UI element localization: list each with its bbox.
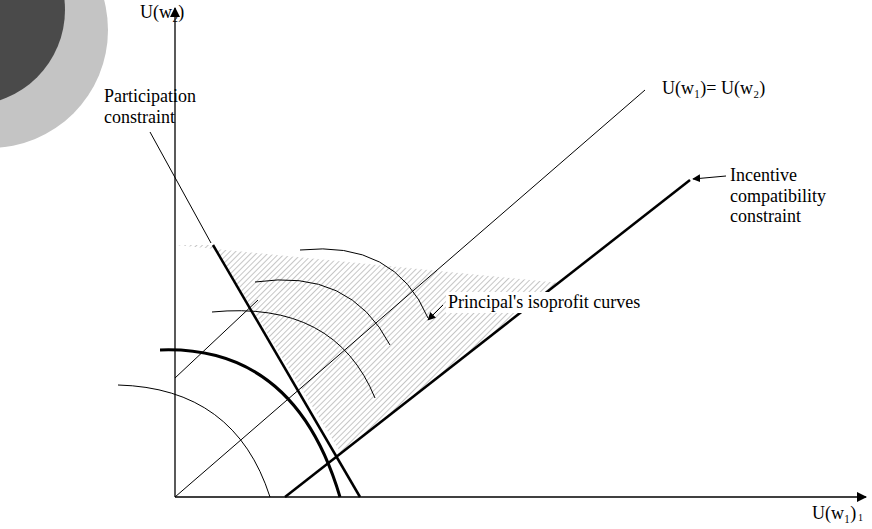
slide-decoration — [0, 0, 65, 105]
feasible-region — [175, 245, 560, 453]
isoprofit-curve — [255, 280, 390, 345]
y-axis — [174, 8, 175, 497]
isoprofit-curve — [118, 385, 270, 497]
isoprofit-curve — [300, 249, 428, 318]
constraint-label: Participation constraint — [104, 86, 219, 127]
axis-label: U(w₁) — [812, 503, 856, 524]
participation-line — [213, 245, 360, 497]
line-label: U(w₁)= U(w₂) — [662, 78, 765, 99]
leader-arrow — [428, 305, 443, 320]
axis-label: U(w₂) — [140, 2, 184, 23]
guide-line — [175, 300, 258, 378]
leader-arrow — [693, 176, 726, 179]
leader-line — [150, 132, 211, 243]
page-number: 1 — [858, 512, 863, 524]
constraint-label: Incentive compatibility constraint — [730, 165, 845, 227]
x-axis — [175, 496, 866, 497]
incentive-line — [285, 180, 690, 497]
curve-label: Principal's isoprofit curves — [446, 292, 642, 313]
slide-decoration — [0, 0, 108, 148]
certainty-line — [175, 90, 645, 497]
